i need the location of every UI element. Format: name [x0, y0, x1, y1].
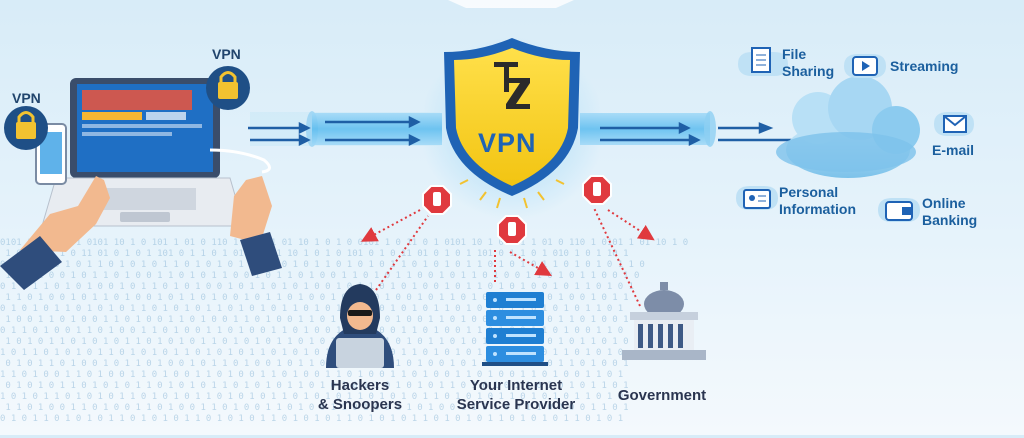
service-label-line: Personal — [779, 184, 839, 200]
threat-label-line: Government — [617, 387, 707, 404]
service-streaming: Streaming — [890, 58, 958, 75]
threat-isp: Your Internet Service Provider — [436, 376, 596, 414]
service-personal-information: Personal Information — [779, 184, 856, 218]
lock-label-left: VPN — [12, 90, 41, 106]
server-rack-icon — [482, 292, 548, 366]
stop-hand-icon-center — [497, 215, 527, 245]
blocked-arrows — [360, 207, 655, 307]
threat-hackers: Hackers & Snoopers — [302, 376, 418, 414]
hooded-hacker-icon — [326, 284, 394, 368]
threat-label-line: & Snoopers — [317, 396, 403, 413]
envelope-icon — [934, 112, 974, 136]
service-label-line: Online — [922, 195, 966, 211]
hands-icon — [0, 148, 282, 290]
id-card-icon — [736, 186, 778, 210]
service-label-line: Information — [779, 201, 856, 217]
lock-icon-left — [4, 106, 48, 150]
service-file-sharing: File Sharing — [782, 46, 834, 80]
service-online-banking: Online Banking — [922, 195, 977, 229]
lock-icon-right — [206, 66, 250, 110]
service-label-line: Streaming — [890, 58, 959, 74]
tz-logo-icon — [494, 62, 530, 109]
threat-label-line: Hackers — [330, 377, 390, 394]
file-icon — [738, 47, 788, 76]
stop-hand-icon-left — [422, 185, 452, 215]
threat-label-line: Your Internet — [469, 377, 563, 394]
threat-government: Government — [604, 386, 720, 405]
service-label-line: Banking — [922, 212, 978, 228]
top-tab — [448, 0, 574, 8]
shield-rays — [459, 179, 565, 209]
shield-vpn-text: VPN — [478, 128, 537, 158]
service-label-line: E-mail — [932, 142, 975, 158]
binary-background: 0101 1 0 11 0 1 0101 10 1 0 101 1 01 0 1… — [0, 238, 689, 424]
wallet-icon — [878, 198, 920, 222]
cloud-icon — [776, 76, 920, 178]
lock-label-right: VPN — [212, 46, 241, 62]
play-icon — [844, 54, 886, 78]
tunnel-arrows — [248, 115, 840, 147]
vpn-shield-icon — [444, 38, 580, 196]
stop-hand-icon-right — [582, 175, 612, 205]
service-label-line: File — [782, 46, 807, 62]
service-label-line: Sharing — [782, 63, 835, 79]
capitol-building-icon — [622, 282, 706, 360]
threat-label-line: Service Provider — [456, 396, 576, 413]
service-email: E-mail — [932, 142, 974, 159]
